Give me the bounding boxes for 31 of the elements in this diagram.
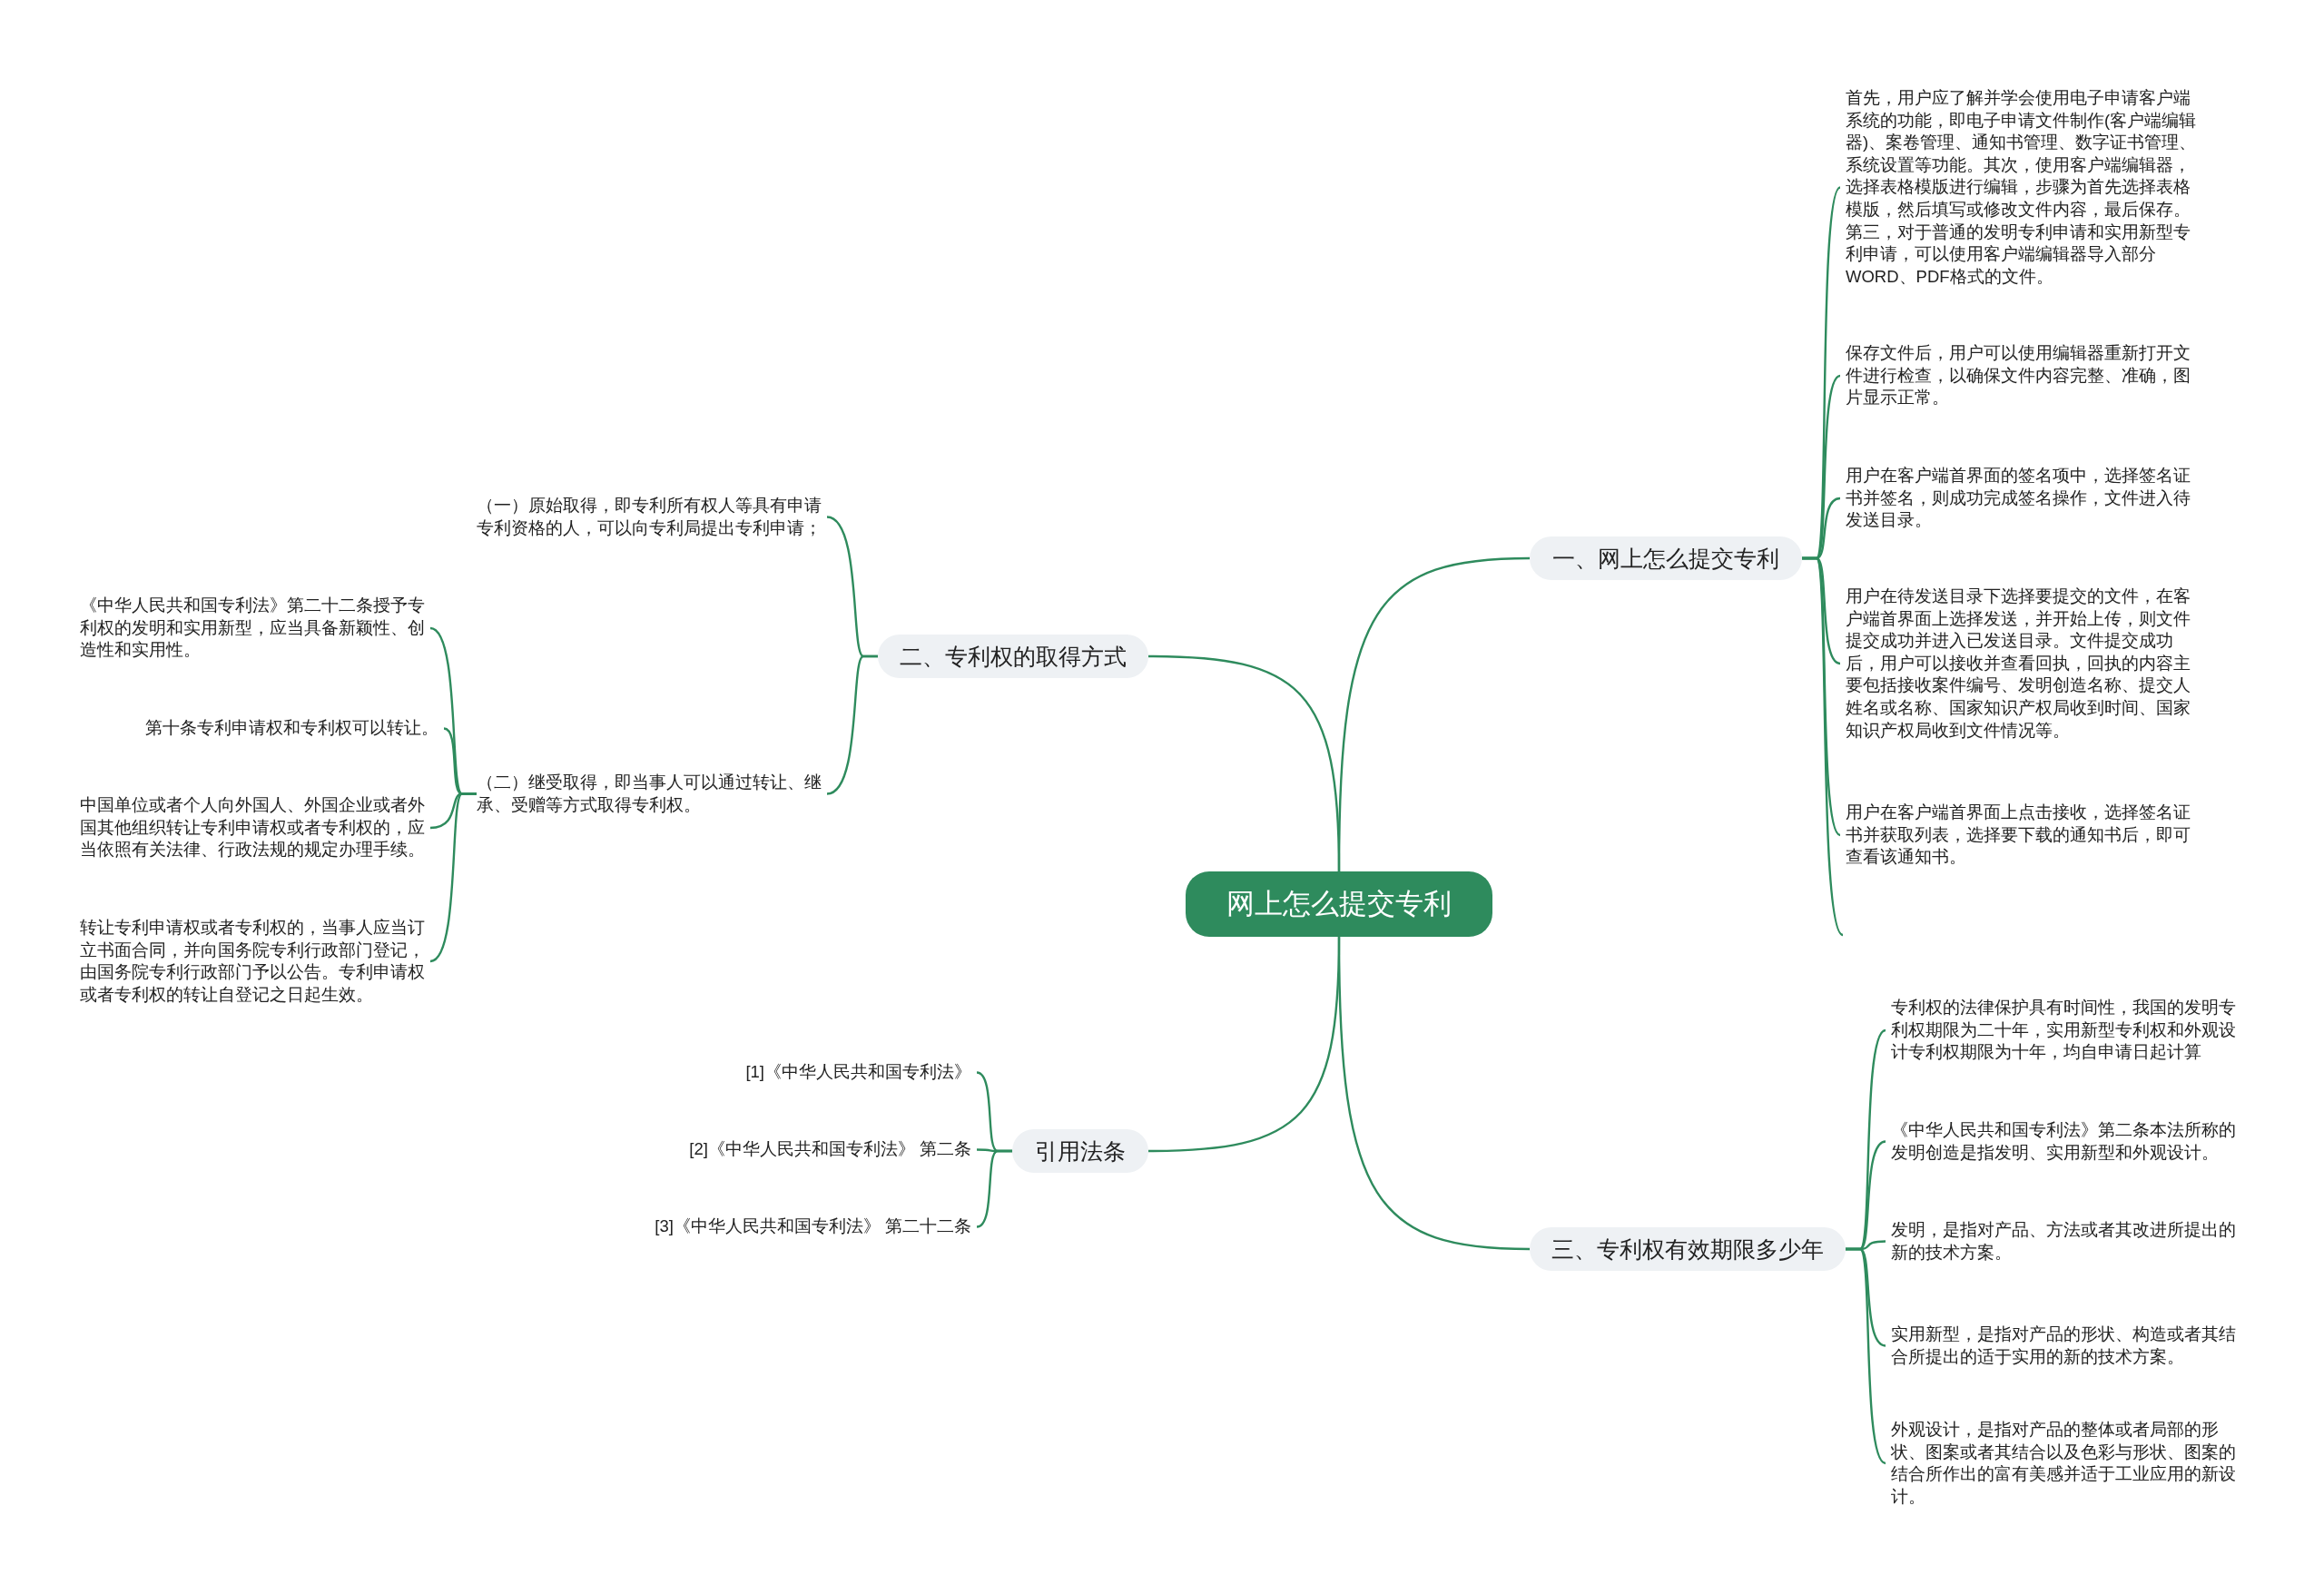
connector-line: [1147, 936, 1341, 1153]
connector-line: [1147, 654, 1341, 872]
note-text: 保存文件后，用户可以使用编辑器重新打开文件进行检查，以确保文件内容完整、准确，图片显示正常。: [1846, 342, 2204, 409]
note-text: 专利权的法律保护具有时间性，我国的发明专利权期限为二十年，实用新型专利权和外观设计专利权期限为十年，均自申请日起计算: [1891, 997, 2250, 1064]
topic-pill: 二、专利权的取得方式: [878, 635, 1148, 678]
note-text: 用户在待发送目录下选择要提交的文件，在客户端首界面上选择发送，并开始上传，则文件提交成功并进入已发送目录。文件提交成功后，用户可以接收并查看回执，回执的内容主要包括接收案件编号、发明创造名称、提交人姓名或名称、国家知识产权局收到时间、国家知识产权局收到文件情况等。: [1846, 585, 2204, 743]
note-text: [1]《中华人民共和国专利法》: [563, 1061, 971, 1084]
note-text: [3]《中华人民共和国专利法》 第二十二条: [563, 1215, 971, 1238]
topic-pill: 一、网上怎么提交专利: [1530, 536, 1802, 580]
note-text: 外观设计，是指对产品的整体或者局部的形状、图案或者其结合以及色彩与形状、图案的结合所作出的富有美感并适于工业应用的新设计。: [1891, 1419, 2250, 1509]
connector-line: [1846, 1247, 1886, 1464]
note-text: （一）原始取得，即专利所有权人等具有申请专利资格的人，可以向专利局提出专利申请；: [477, 495, 835, 540]
central-topic: 网上怎么提交专利: [1186, 871, 1492, 937]
connector-line: [826, 654, 878, 795]
note-text: 实用新型，是指对产品的形状、构造或者其结合所提出的适于实用的新的技术方案。: [1891, 1323, 2250, 1369]
note-text: （二）继受取得，即当事人可以通过转让、继承、受赠等方式取得专利权。: [477, 772, 835, 817]
note-text: 首先，用户应了解并学会使用电子申请客户端系统的功能，即电子申请文件制作(客户端编辑器)、案卷管理、通知书管理、数字证书管理、系统设置等功能。其次，使用客户端编辑器，选择表格模版进行编辑，步骤为首先选择表格模版，然后填写或修改文件内容，最后保存。第三，对于普通的发明专利申请和实用新型专利申请，可以使用客户端编辑器导入部分WORD、PDF格式的文件。: [1846, 87, 2204, 289]
note-text: 中国单位或者个人向外国人、外国企业或者外国其他组织转让专利申请权或者专利权的，应当依照有关法律、行政法规的规定办理手续。: [80, 794, 438, 861]
note-text: 《中华人民共和国专利法》第二条本法所称的发明创造是指发明、实用新型和外观设计。: [1891, 1119, 2250, 1165]
topic-pill: 三、专利权有效期限多少年: [1530, 1227, 1846, 1271]
note-text: 用户在客户端首界面上点击接收，选择签名证书并获取列表，选择要下载的通知书后，即可查看该通知书。: [1846, 802, 2204, 869]
note-text: 发明，是指对产品、方法或者其改进所提出的新的技术方案。: [1891, 1219, 2250, 1264]
note-text: 《中华人民共和国专利法》第二十二条授予专利权的发明和实用新型，应当具备新颖性、创造性和实用性。: [80, 595, 438, 662]
note-text: 用户在客户端首界面的签名项中，选择签名证书并签名，则成功完成签名操作，文件进入待发送目录。: [1846, 465, 2204, 532]
note-text: 第十条专利申请权和专利权可以转让。: [80, 717, 438, 740]
topic-pill: 引用法条: [1012, 1129, 1148, 1173]
note-text: [2]《中华人民共和国专利法》 第二条: [563, 1138, 971, 1161]
note-text: 转让专利申请权或者专利权的，当事人应当订立书面合同，并向国务院专利行政部门登记，由国务院专利行政部门予以公告。专利申请权或者专利权的转让自登记之日起生效。: [80, 917, 438, 1007]
connector-line: [976, 1149, 1012, 1228]
connector-line: [1802, 556, 1844, 936]
connector-line: [429, 792, 477, 963]
